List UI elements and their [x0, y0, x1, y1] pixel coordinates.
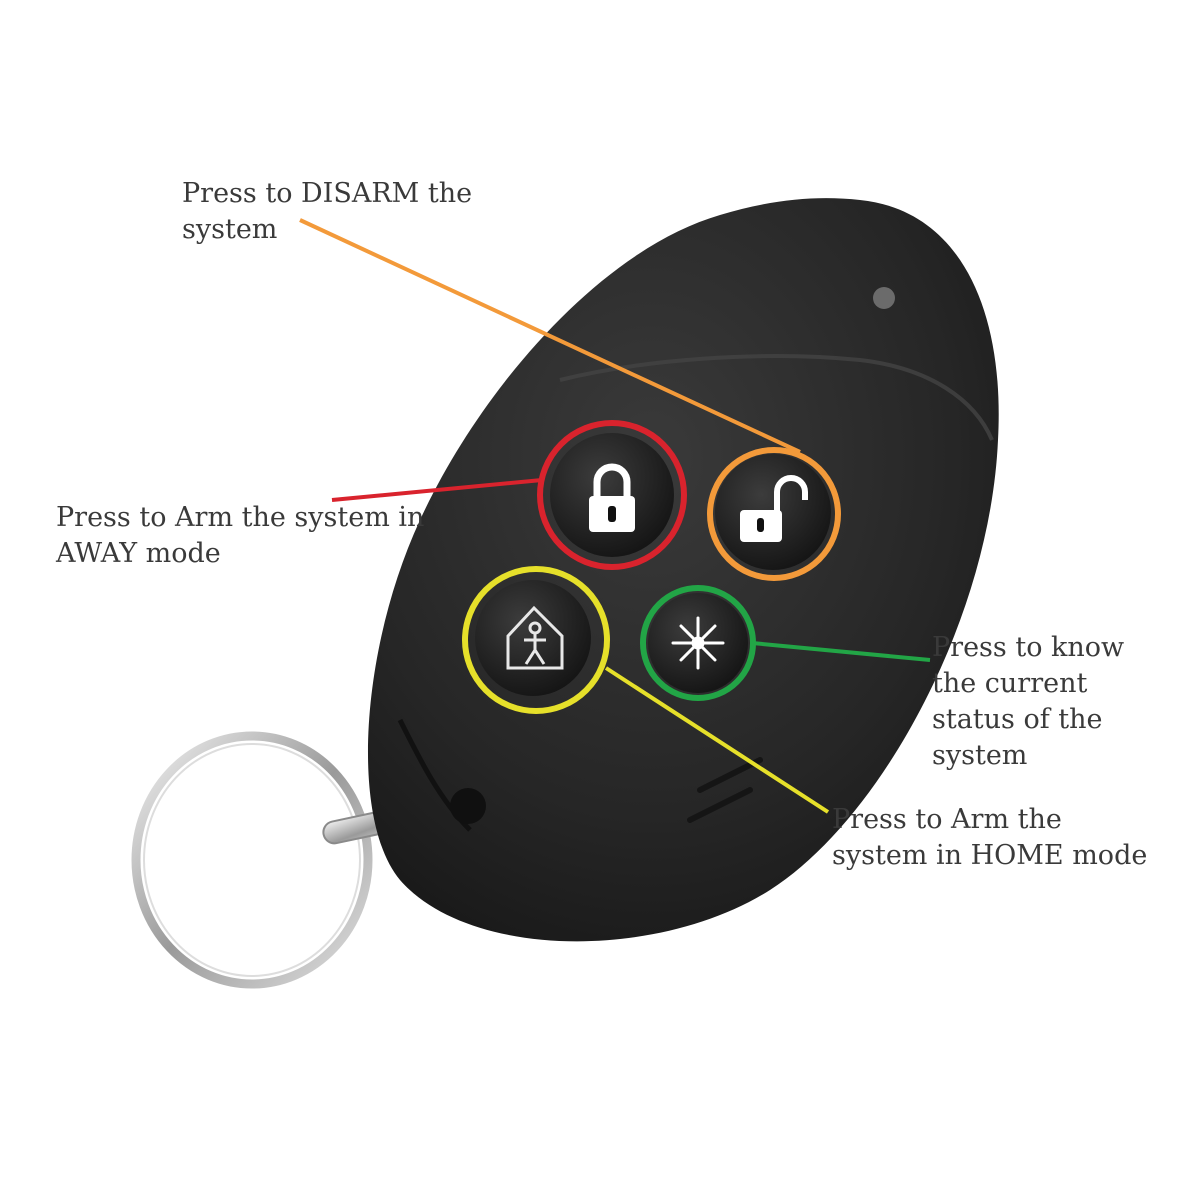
arm-home-leader-line [604, 666, 830, 814]
arm-away-leader-line [331, 478, 543, 502]
closed-padlock-icon [589, 463, 635, 532]
disarm-button[interactable] [715, 454, 831, 570]
arm-away-highlight [537, 420, 687, 570]
house-person-icon [506, 605, 564, 670]
status-button[interactable] [648, 593, 748, 693]
status-callout: Press to know the current status of the … [932, 632, 1125, 771]
sparkle-star-icon [671, 616, 725, 670]
disarm-highlight [707, 447, 841, 581]
led-indicator [873, 287, 895, 309]
open-padlock-icon [740, 475, 808, 542]
arm-away-callout: Press to Arm the system in AWAY mode [56, 502, 425, 569]
disarm-leader-line [299, 218, 801, 454]
arm-away-button[interactable] [550, 433, 674, 557]
disarm-callout: Press to DISARM the system [182, 178, 473, 245]
fob-body [367, 198, 999, 942]
status-leader-line [751, 641, 931, 662]
arm-home-callout: Press to Arm the system in HOME mode [832, 804, 1148, 871]
arm-home-highlight [462, 566, 610, 714]
arm-home-button[interactable] [475, 580, 591, 696]
